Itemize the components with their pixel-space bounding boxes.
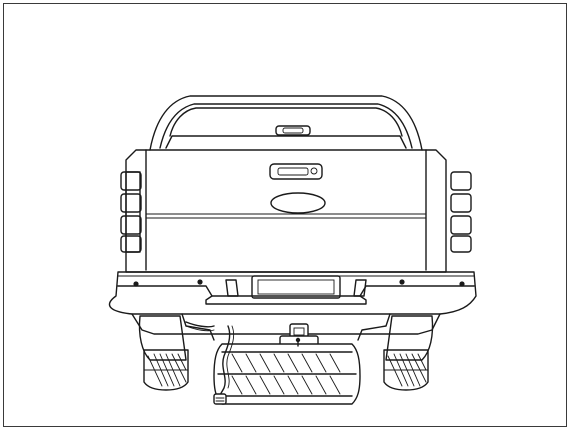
parking-sensor-4: [459, 281, 465, 287]
parking-sensor-1: [133, 281, 139, 287]
oval-emblem: [270, 192, 326, 214]
parking-sensor-3: [399, 279, 405, 285]
parking-sensor-2: [197, 279, 203, 285]
tail-light-left: [120, 171, 142, 253]
tail-light-right: [450, 171, 472, 253]
rear-tire-right: [383, 349, 429, 391]
license-plate: [251, 275, 341, 299]
canopy-handle: [275, 125, 311, 136]
canopy: [149, 95, 423, 151]
spare-wheel: [213, 337, 361, 405]
rear-bumper: [108, 271, 477, 315]
bumper-recess-right: [353, 279, 367, 297]
mud-flap-right: [385, 315, 434, 361]
tow-hitch: [279, 323, 319, 347]
tailgate-handle: [269, 163, 323, 180]
trailer-cable: [219, 325, 235, 397]
exhaust-pipe: [185, 321, 215, 332]
mud-flap-left: [138, 315, 187, 361]
trailer-connector-plug: [213, 393, 227, 405]
rear-tire-left: [143, 349, 189, 391]
underbody: [131, 313, 441, 341]
bumper-recess-left: [225, 279, 239, 297]
